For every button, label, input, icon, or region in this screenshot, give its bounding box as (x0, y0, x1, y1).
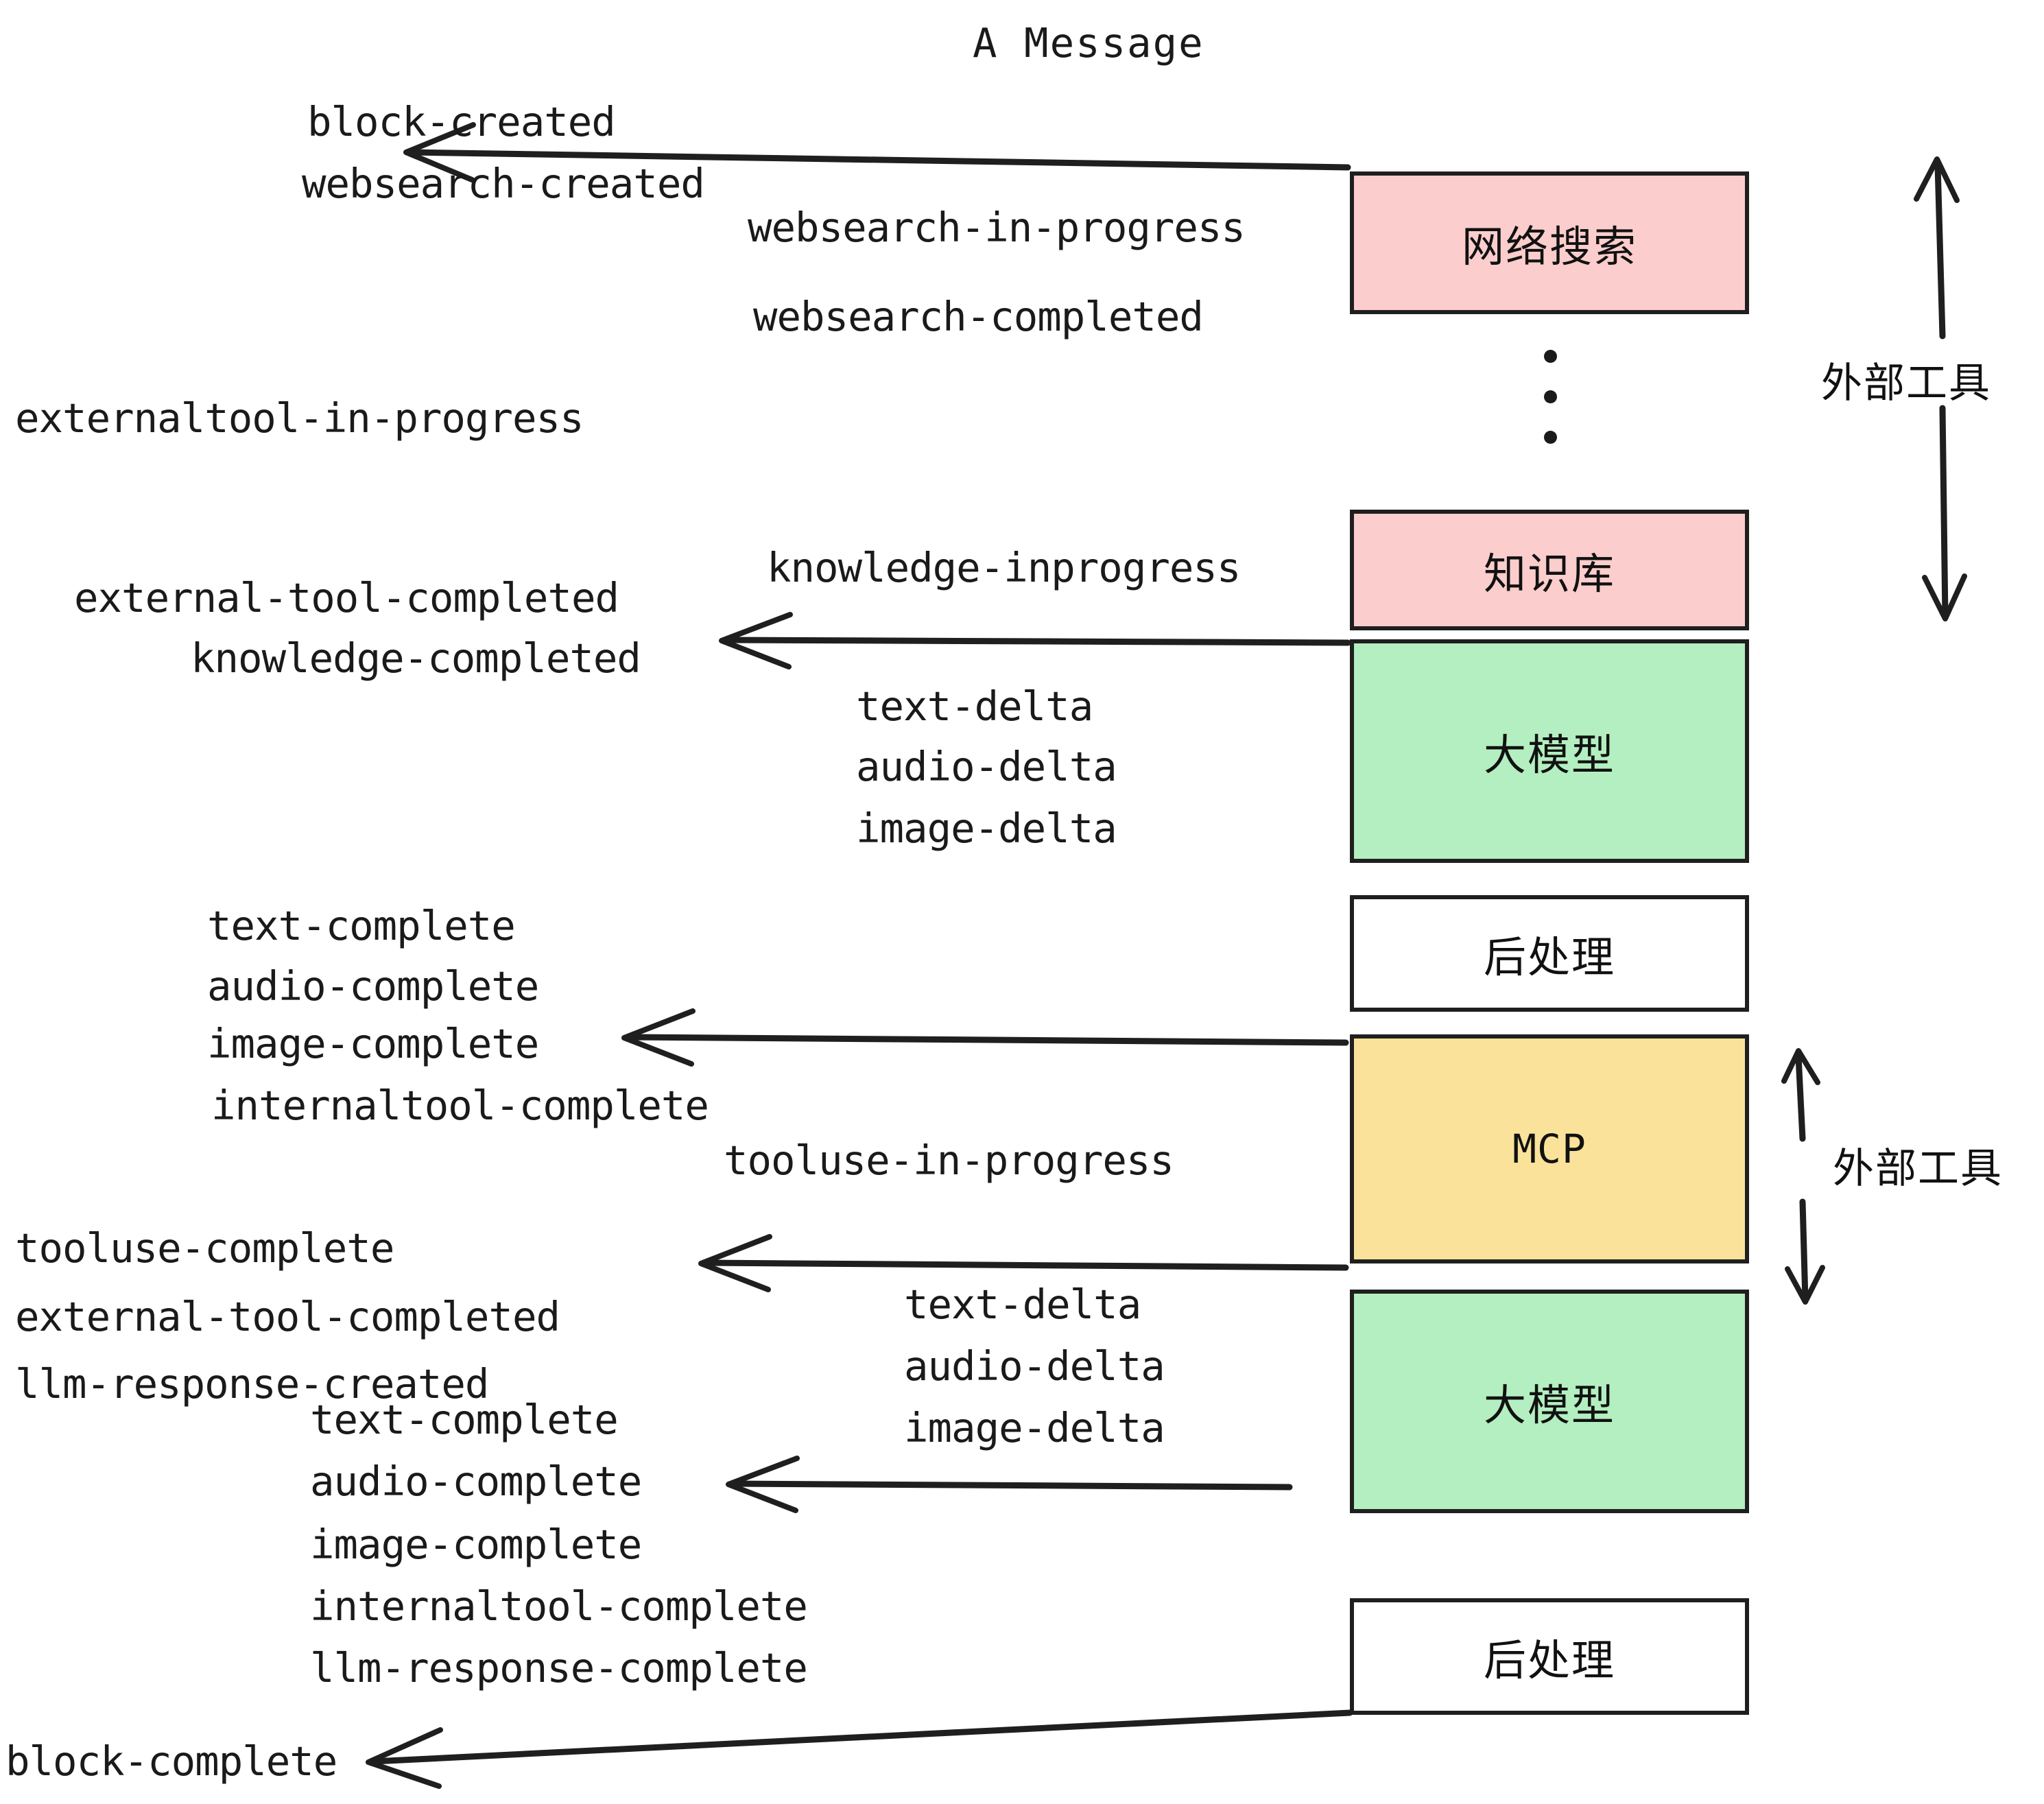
event-external-tool-completed-1: external-tool-completed (74, 574, 619, 621)
node-mcp[interactable]: MCP (1350, 1034, 1749, 1263)
arrow-external-tool-bottom-down (1799, 1198, 1809, 1303)
ellipsis-vertical (1544, 350, 1557, 471)
event-text-delta-2: text-delta (904, 1281, 1141, 1328)
node-postproc-2[interactable]: 后处理 (1350, 1598, 1749, 1715)
event-tooluse-in-progress: tooluse-in-progress (724, 1137, 1174, 1184)
arrow-external-tool-top-up (1934, 161, 1946, 340)
event-text-complete-1: text-complete (207, 902, 516, 949)
event-internaltool-complete-2: internaltool-complete (310, 1582, 808, 1630)
diagram-title: A Message (973, 19, 1204, 67)
event-audio-complete-2: audio-complete (310, 1458, 642, 1505)
arrow-mcp-to-tooluse-complete (703, 1259, 1349, 1271)
event-audio-complete-1: audio-complete (207, 962, 539, 1010)
event-externaltool-in-progress: externaltool-in-progress (15, 394, 584, 442)
node-mcp-label: MCP (1512, 1126, 1587, 1172)
event-image-delta-2: image-delta (904, 1404, 1165, 1451)
event-block-complete: block-complete (5, 1737, 337, 1785)
arrow-postproc1-to-image-complete (626, 1034, 1349, 1046)
node-postproc-1[interactable]: 后处理 (1350, 895, 1749, 1012)
arrow-postproc2-to-block-complete (370, 1709, 1353, 1765)
side-label-external-tool-top: 外部工具 (1821, 359, 1991, 407)
node-websearch[interactable]: 网络搜索 (1350, 171, 1749, 314)
event-knowledge-inprogress: knowledge-inprogress (767, 544, 1241, 591)
event-audio-delta-1: audio-delta (856, 743, 1117, 790)
event-tooluse-complete: tooluse-complete (15, 1224, 394, 1272)
node-llm-1[interactable]: 大模型 (1350, 639, 1749, 863)
node-llm-2[interactable]: 大模型 (1350, 1290, 1749, 1513)
event-image-complete-1: image-complete (207, 1020, 539, 1067)
arrow-external-tool-bottom-up (1795, 1053, 1806, 1142)
node-websearch-label: 网络搜索 (1461, 222, 1637, 272)
event-text-delta-1: text-delta (856, 683, 1093, 730)
node-llm-1-label: 大模型 (1483, 730, 1615, 780)
arrow-knowledge-to-completed (724, 637, 1351, 646)
event-websearch-completed: websearch-completed (753, 293, 1204, 340)
arrow-llm2-to-audio-complete (730, 1480, 1293, 1491)
event-audio-delta-2: audio-delta (904, 1342, 1165, 1390)
side-label-external-tool-bottom: 外部工具 (1833, 1145, 2003, 1193)
event-image-delta-1: image-delta (856, 805, 1117, 852)
event-image-complete-2: image-complete (310, 1521, 642, 1568)
node-llm-2-label: 大模型 (1483, 1380, 1615, 1430)
event-websearch-in-progress: websearch-in-progress (748, 204, 1246, 251)
node-postproc-2-label: 后处理 (1483, 1635, 1615, 1685)
event-block-created: block-created (307, 98, 616, 145)
event-text-complete-2: text-complete (310, 1396, 619, 1443)
node-knowledge[interactable]: 知识库 (1350, 510, 1749, 630)
event-llm-response-created: llm-response-created (15, 1360, 489, 1408)
arrow-external-tool-top-down (1939, 405, 1949, 621)
node-postproc-1-label: 后处理 (1483, 932, 1615, 982)
node-knowledge-label: 知识库 (1483, 549, 1615, 599)
event-websearch-created: websearch-created (302, 160, 705, 207)
event-internaltool-complete-1: internaltool-complete (211, 1082, 709, 1129)
event-external-tool-completed-2: external-tool-completed (15, 1293, 560, 1340)
event-knowledge-completed: knowledge-completed (191, 634, 641, 682)
event-llm-response-complete: llm-response-complete (310, 1644, 808, 1692)
